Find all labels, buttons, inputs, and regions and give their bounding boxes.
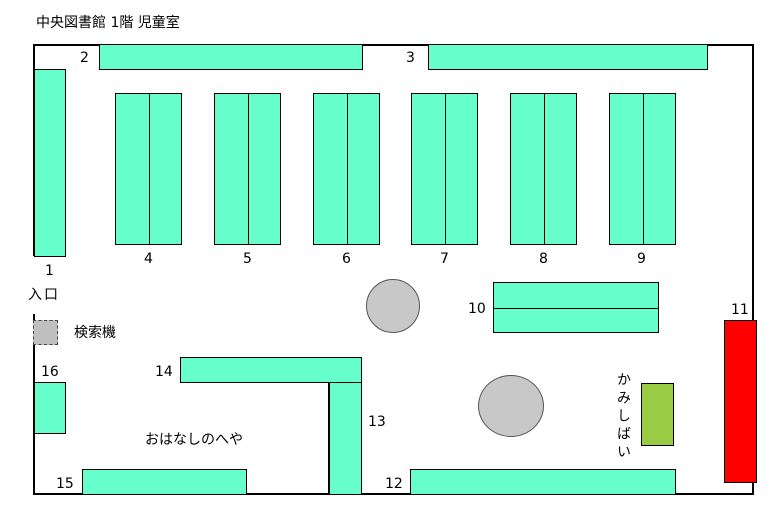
shelf-15[interactable] [82, 469, 247, 495]
shelf-8[interactable] [510, 93, 577, 245]
shelf-12[interactable] [410, 469, 676, 495]
shelf-14-label: 14 [155, 364, 173, 380]
storytelling-room-label: おはなしのへや [145, 432, 243, 448]
map-title: 中央図書館 1階 児童室 [36, 15, 180, 31]
shelf-6[interactable] [313, 93, 380, 245]
shelf-10-label: 10 [468, 301, 486, 317]
shelf-8-label: 8 [539, 251, 548, 267]
round-table-2[interactable] [478, 375, 544, 437]
entrance-label: 入口 [28, 287, 60, 303]
shelf-14[interactable] [180, 357, 362, 383]
shelf-4[interactable] [115, 93, 182, 245]
shelf-6-label: 6 [342, 251, 351, 267]
kamishibai-box[interactable] [641, 383, 674, 446]
shelf-7[interactable] [411, 93, 478, 245]
search-terminal-label: 検索機 [74, 325, 116, 341]
shelf-10[interactable] [493, 282, 659, 333]
shelf-11-label: 11 [731, 302, 749, 318]
shelf-15-label: 15 [56, 476, 74, 492]
shelf-5[interactable] [214, 93, 281, 245]
shelf-1-label: 1 [45, 263, 54, 279]
shelf-1[interactable] [34, 69, 66, 257]
shelf-4-label: 4 [144, 251, 153, 267]
shelf-13[interactable] [329, 382, 362, 495]
shelf-3[interactable] [428, 44, 708, 70]
shelf-13-label: 13 [368, 414, 386, 430]
shelf-2[interactable] [99, 44, 363, 70]
entrance-opening [32, 256, 36, 314]
shelf-7-label: 7 [440, 251, 449, 267]
shelf-2-label: 2 [80, 50, 89, 66]
search-terminal-icon[interactable] [33, 320, 58, 345]
round-table-1[interactable] [366, 279, 420, 333]
kamishibai-label: かみしばい [615, 372, 631, 462]
shelf-9-label: 9 [637, 251, 646, 267]
shelf-16[interactable] [34, 382, 66, 434]
shelf-16-label: 16 [41, 364, 59, 380]
shelf-12-label: 12 [385, 476, 403, 492]
shelf-9[interactable] [609, 93, 676, 245]
shelf-11[interactable] [724, 320, 757, 483]
shelf-3-label: 3 [406, 50, 415, 66]
shelf-5-label: 5 [243, 251, 252, 267]
